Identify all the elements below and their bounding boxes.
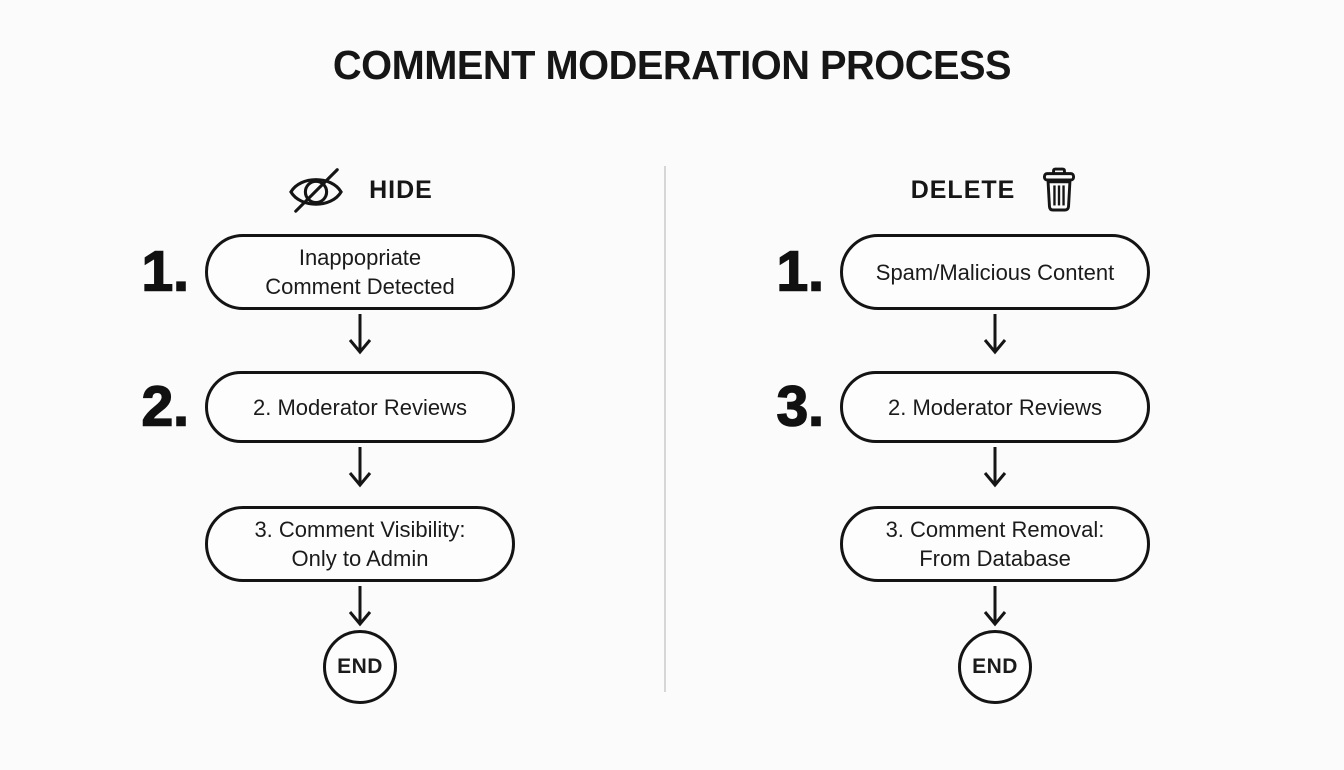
flow-node-pill: Inappopriate Comment Detected <box>205 234 515 310</box>
node-text-line: Inappopriate <box>298 245 422 270</box>
node-text-line: 2. Moderator Reviews <box>253 394 467 420</box>
flow-node-moderator-reviews: 3. 2. Moderator Reviews <box>776 371 1150 443</box>
branch-delete-label: DELETE <box>910 175 1016 204</box>
flow-node-pill: 3. Comment Visibility: Only to Admin <box>205 506 515 582</box>
flow-node-pill: 2. Moderator Reviews <box>205 371 515 443</box>
node-text-line: 3. Comment Visibility: <box>254 517 466 542</box>
step-number-label: 2. <box>141 374 190 439</box>
branch-delete: DELETE 1. Spam/Malicious Content <box>776 150 1150 770</box>
trash-icon <box>1039 166 1079 214</box>
down-arrow-icon <box>345 445 375 491</box>
down-arrow-icon <box>980 445 1010 491</box>
branch-hide-header: HIDE <box>205 158 515 222</box>
flow-node-pill: Spam/Malicious Content <box>840 234 1150 310</box>
branch-delete-header: DELETE <box>840 158 1150 222</box>
step-number-label: 1. <box>141 239 190 304</box>
flow-node-pill: 2. Moderator Reviews <box>840 371 1150 443</box>
down-arrow-icon <box>980 312 1010 358</box>
node-text-line: Spam/Malicious Content <box>875 259 1115 285</box>
step-number-label: 3. <box>776 374 825 439</box>
node-text-line: Comment Detected <box>265 274 455 299</box>
end-terminal: END <box>958 630 1032 704</box>
eye-off-icon <box>287 163 345 217</box>
down-arrow-icon <box>345 312 375 358</box>
node-text-line: 3. Comment Removal: <box>885 517 1105 542</box>
down-arrow-icon <box>345 584 375 630</box>
end-terminal: END <box>323 630 397 704</box>
step-number-label: 1. <box>776 239 825 304</box>
branch-hide-label: HIDE <box>369 175 433 204</box>
branch-hide: HIDE 1. Inappopriate Comment Detected 2.… <box>141 150 515 770</box>
flow-node-spam-content: 1. Spam/Malicious Content <box>776 234 1150 310</box>
flow-node-pill: 3. Comment Removal: From Database <box>840 506 1150 582</box>
column-divider <box>664 166 666 692</box>
node-text-line: Only to Admin <box>291 546 429 571</box>
flow-node-inappropriate-comment: 1. Inappopriate Comment Detected <box>141 234 515 310</box>
page-title: COMMENT MODERATION PROCESS <box>332 42 1012 88</box>
flow-node-comment-removal: 3. Comment Removal: From Database <box>840 506 1150 582</box>
flow-node-moderator-reviews: 2. 2. Moderator Reviews <box>141 371 515 443</box>
flow-node-comment-visibility: 3. Comment Visibility: Only to Admin <box>205 506 515 582</box>
node-text-line: 2. Moderator Reviews <box>888 394 1102 420</box>
node-text-line: From Database <box>919 546 1071 571</box>
down-arrow-icon <box>980 584 1010 630</box>
